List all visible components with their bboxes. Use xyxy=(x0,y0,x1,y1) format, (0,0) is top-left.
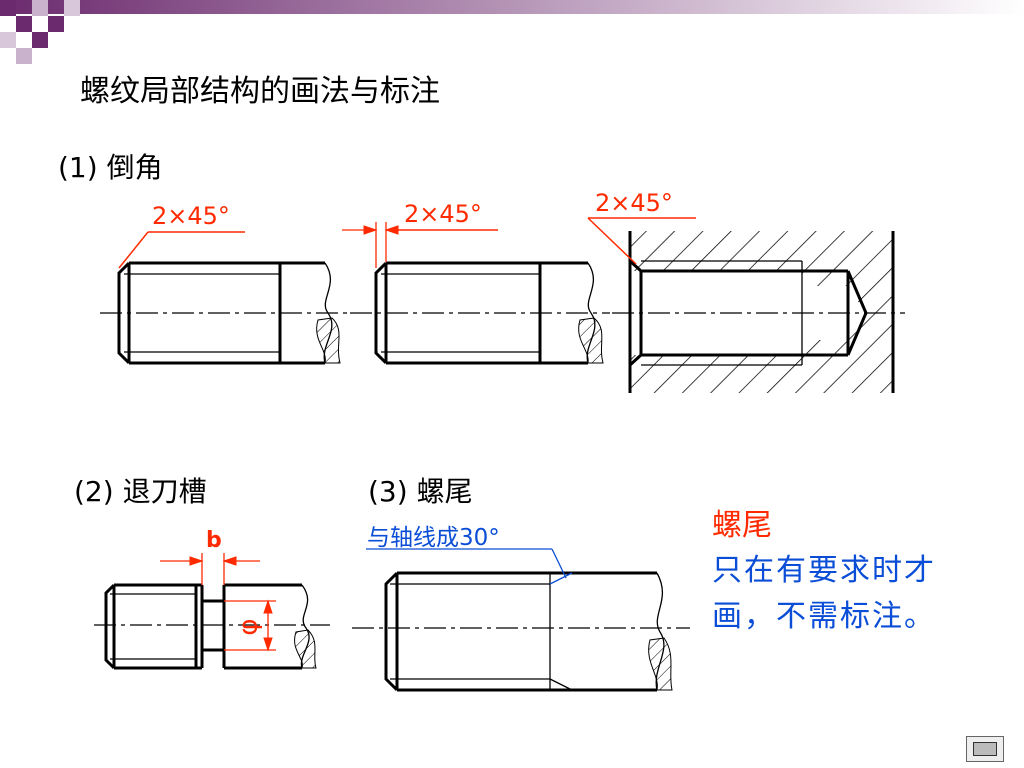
runout-bolt xyxy=(352,571,690,692)
undercut-dims xyxy=(160,553,276,652)
section-chamfer: (1) 倒角 xyxy=(58,151,163,184)
groove-width-label: b xyxy=(206,528,222,553)
chamfer-bolt-2 xyxy=(350,261,610,365)
chamfer-label-1: 2×45° xyxy=(152,202,230,230)
threaded-hole xyxy=(612,231,905,393)
chamfer-dim-3 xyxy=(587,217,696,265)
chamfer-bolt-1 xyxy=(100,261,348,365)
section-undercut: (2) 退刀槽 xyxy=(74,475,207,508)
undercut-bolt xyxy=(94,583,330,670)
slide-nav-icon[interactable] xyxy=(966,736,1004,762)
chamfer-label-2: 2×45° xyxy=(404,200,482,228)
chamfer-label-3: 2×45° xyxy=(595,189,673,217)
section-runout: (3) 螺尾 xyxy=(368,475,473,508)
chamfer-dim-2 xyxy=(342,222,498,268)
page-title: 螺纹局部结构的画法与标注 xyxy=(80,74,440,109)
chamfer-dim-1 xyxy=(118,231,245,269)
runout-angle-label: 与轴线成30° xyxy=(367,525,500,551)
runout-leader xyxy=(366,548,567,579)
groove-diameter-label: φ xyxy=(233,618,264,636)
note-heading: 螺尾 xyxy=(712,508,772,543)
note-body: 只在有要求时才画，不需标注。 xyxy=(712,553,936,634)
